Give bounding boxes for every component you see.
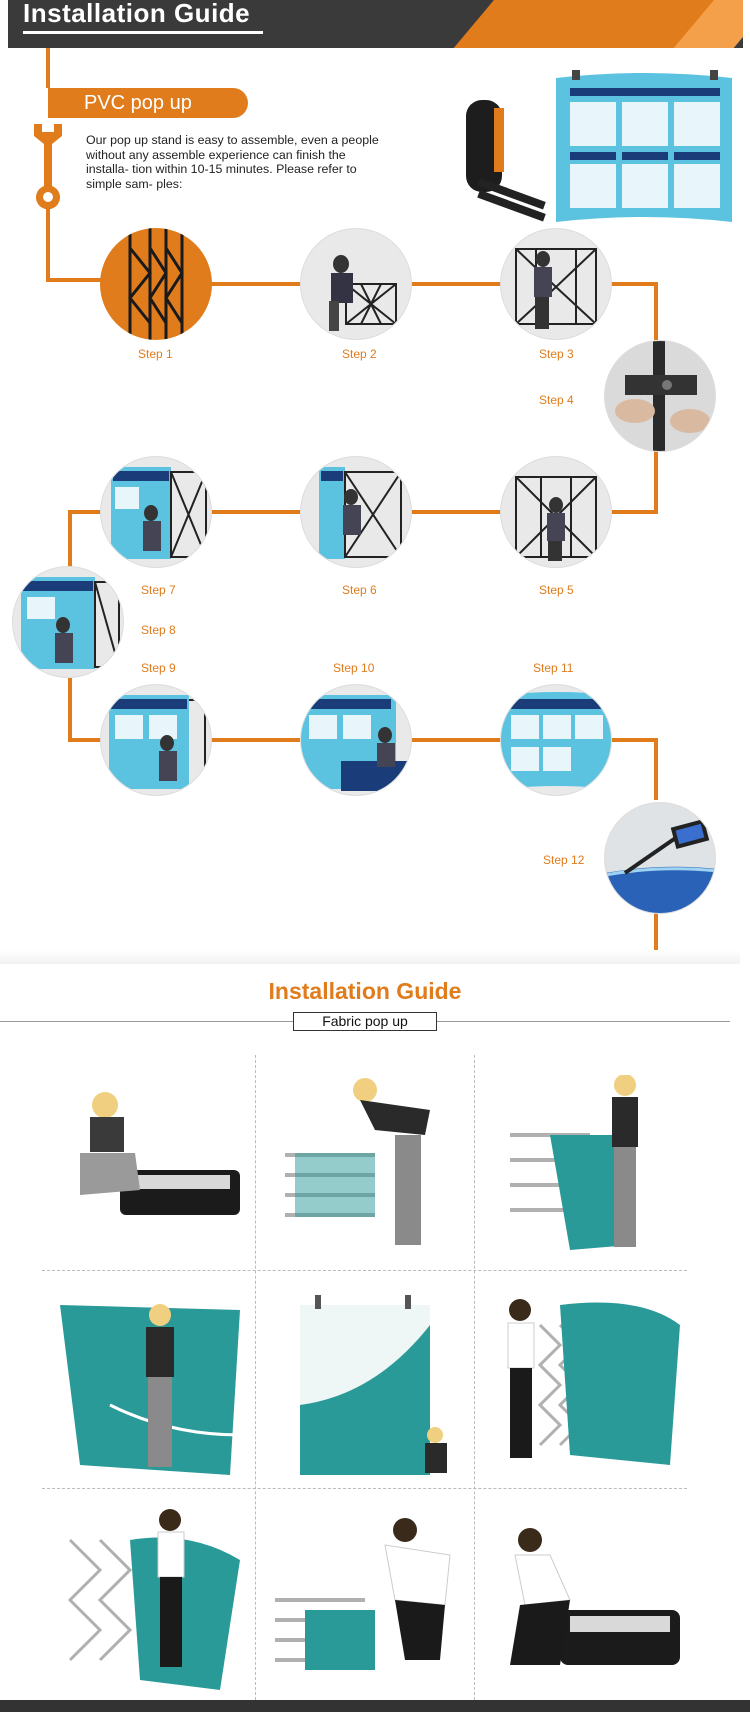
- fabric-step-7-image: [67, 1509, 240, 1690]
- path-line: [412, 282, 502, 286]
- step-label: Step 9: [141, 661, 176, 675]
- path-line: [654, 450, 658, 514]
- path-line: [68, 678, 72, 740]
- step-label: Step 1: [138, 347, 173, 361]
- step-6-image: [300, 456, 412, 568]
- step-label: Step 5: [539, 583, 574, 597]
- fabric-step-5-image: [300, 1295, 447, 1475]
- path-line: [68, 738, 108, 742]
- path-line: [412, 738, 502, 742]
- path-line: [610, 738, 658, 742]
- page-title: Installation Guide: [23, 0, 251, 28]
- fabric-section-title: Installation Guide: [268, 978, 462, 1004]
- fabric-step-8-image: [275, 1518, 451, 1670]
- step-label: Step 12: [543, 853, 585, 867]
- grid-divider: [42, 1270, 687, 1271]
- step-4-image: [604, 340, 716, 452]
- fabric-step-6-image: [507, 1299, 680, 1465]
- step-9-image: [100, 684, 212, 796]
- step-label: Step 11: [533, 661, 574, 675]
- step-11-image: [500, 684, 612, 796]
- grid-divider: [255, 1055, 256, 1700]
- path-line: [68, 510, 72, 570]
- path-line: [68, 510, 108, 514]
- path-line: [46, 278, 106, 282]
- path-line: [210, 510, 300, 514]
- fabric-step-1-image: [80, 1092, 240, 1215]
- fabric-step-2-image: [285, 1078, 430, 1245]
- grid-divider: [42, 1488, 687, 1489]
- path-line: [412, 510, 502, 514]
- fabric-step-3-image: [510, 1075, 638, 1250]
- path-line: [654, 910, 658, 952]
- path-line: [610, 510, 658, 514]
- step-3-image: [500, 228, 612, 340]
- wrench-icon: [34, 124, 62, 210]
- pvc-badge: PVC pop up: [48, 88, 248, 118]
- path-line: [46, 48, 50, 88]
- path-line: [610, 282, 658, 286]
- grid-divider: [474, 1055, 475, 1700]
- step-5-image: [500, 456, 612, 568]
- header-bar: Installation Guide: [8, 0, 743, 48]
- path-line: [654, 738, 658, 800]
- intro-text: Our pop up stand is easy to assemble, ev…: [86, 133, 379, 191]
- step-7-image: [100, 456, 212, 568]
- step-1-image: [100, 228, 212, 340]
- fabric-step-9-image: [510, 1528, 680, 1665]
- fabric-step-4-image: [60, 1304, 241, 1475]
- footer-bar: [0, 1700, 750, 1712]
- path-line: [654, 282, 658, 340]
- step-label: Step 7: [141, 583, 176, 597]
- step-label: Step 6: [342, 583, 377, 597]
- step-2-image: [300, 228, 412, 340]
- step-label: Step 10: [333, 661, 375, 675]
- pvc-product-image: [466, 70, 732, 222]
- step-8-image: [12, 566, 124, 678]
- title-underline: [23, 31, 263, 34]
- section-divider: [0, 950, 740, 964]
- path-line: [46, 200, 50, 280]
- step-label: Step 4: [539, 393, 574, 407]
- step-12-image: [604, 802, 716, 914]
- step-label: Step 8: [141, 623, 176, 637]
- path-line: [210, 738, 300, 742]
- fabric-subtitle: Fabric pop up: [293, 1012, 437, 1031]
- step-label: Step 3: [539, 347, 574, 361]
- step-10-image: [300, 684, 412, 796]
- path-line: [210, 282, 300, 286]
- step-label: Step 2: [342, 347, 377, 361]
